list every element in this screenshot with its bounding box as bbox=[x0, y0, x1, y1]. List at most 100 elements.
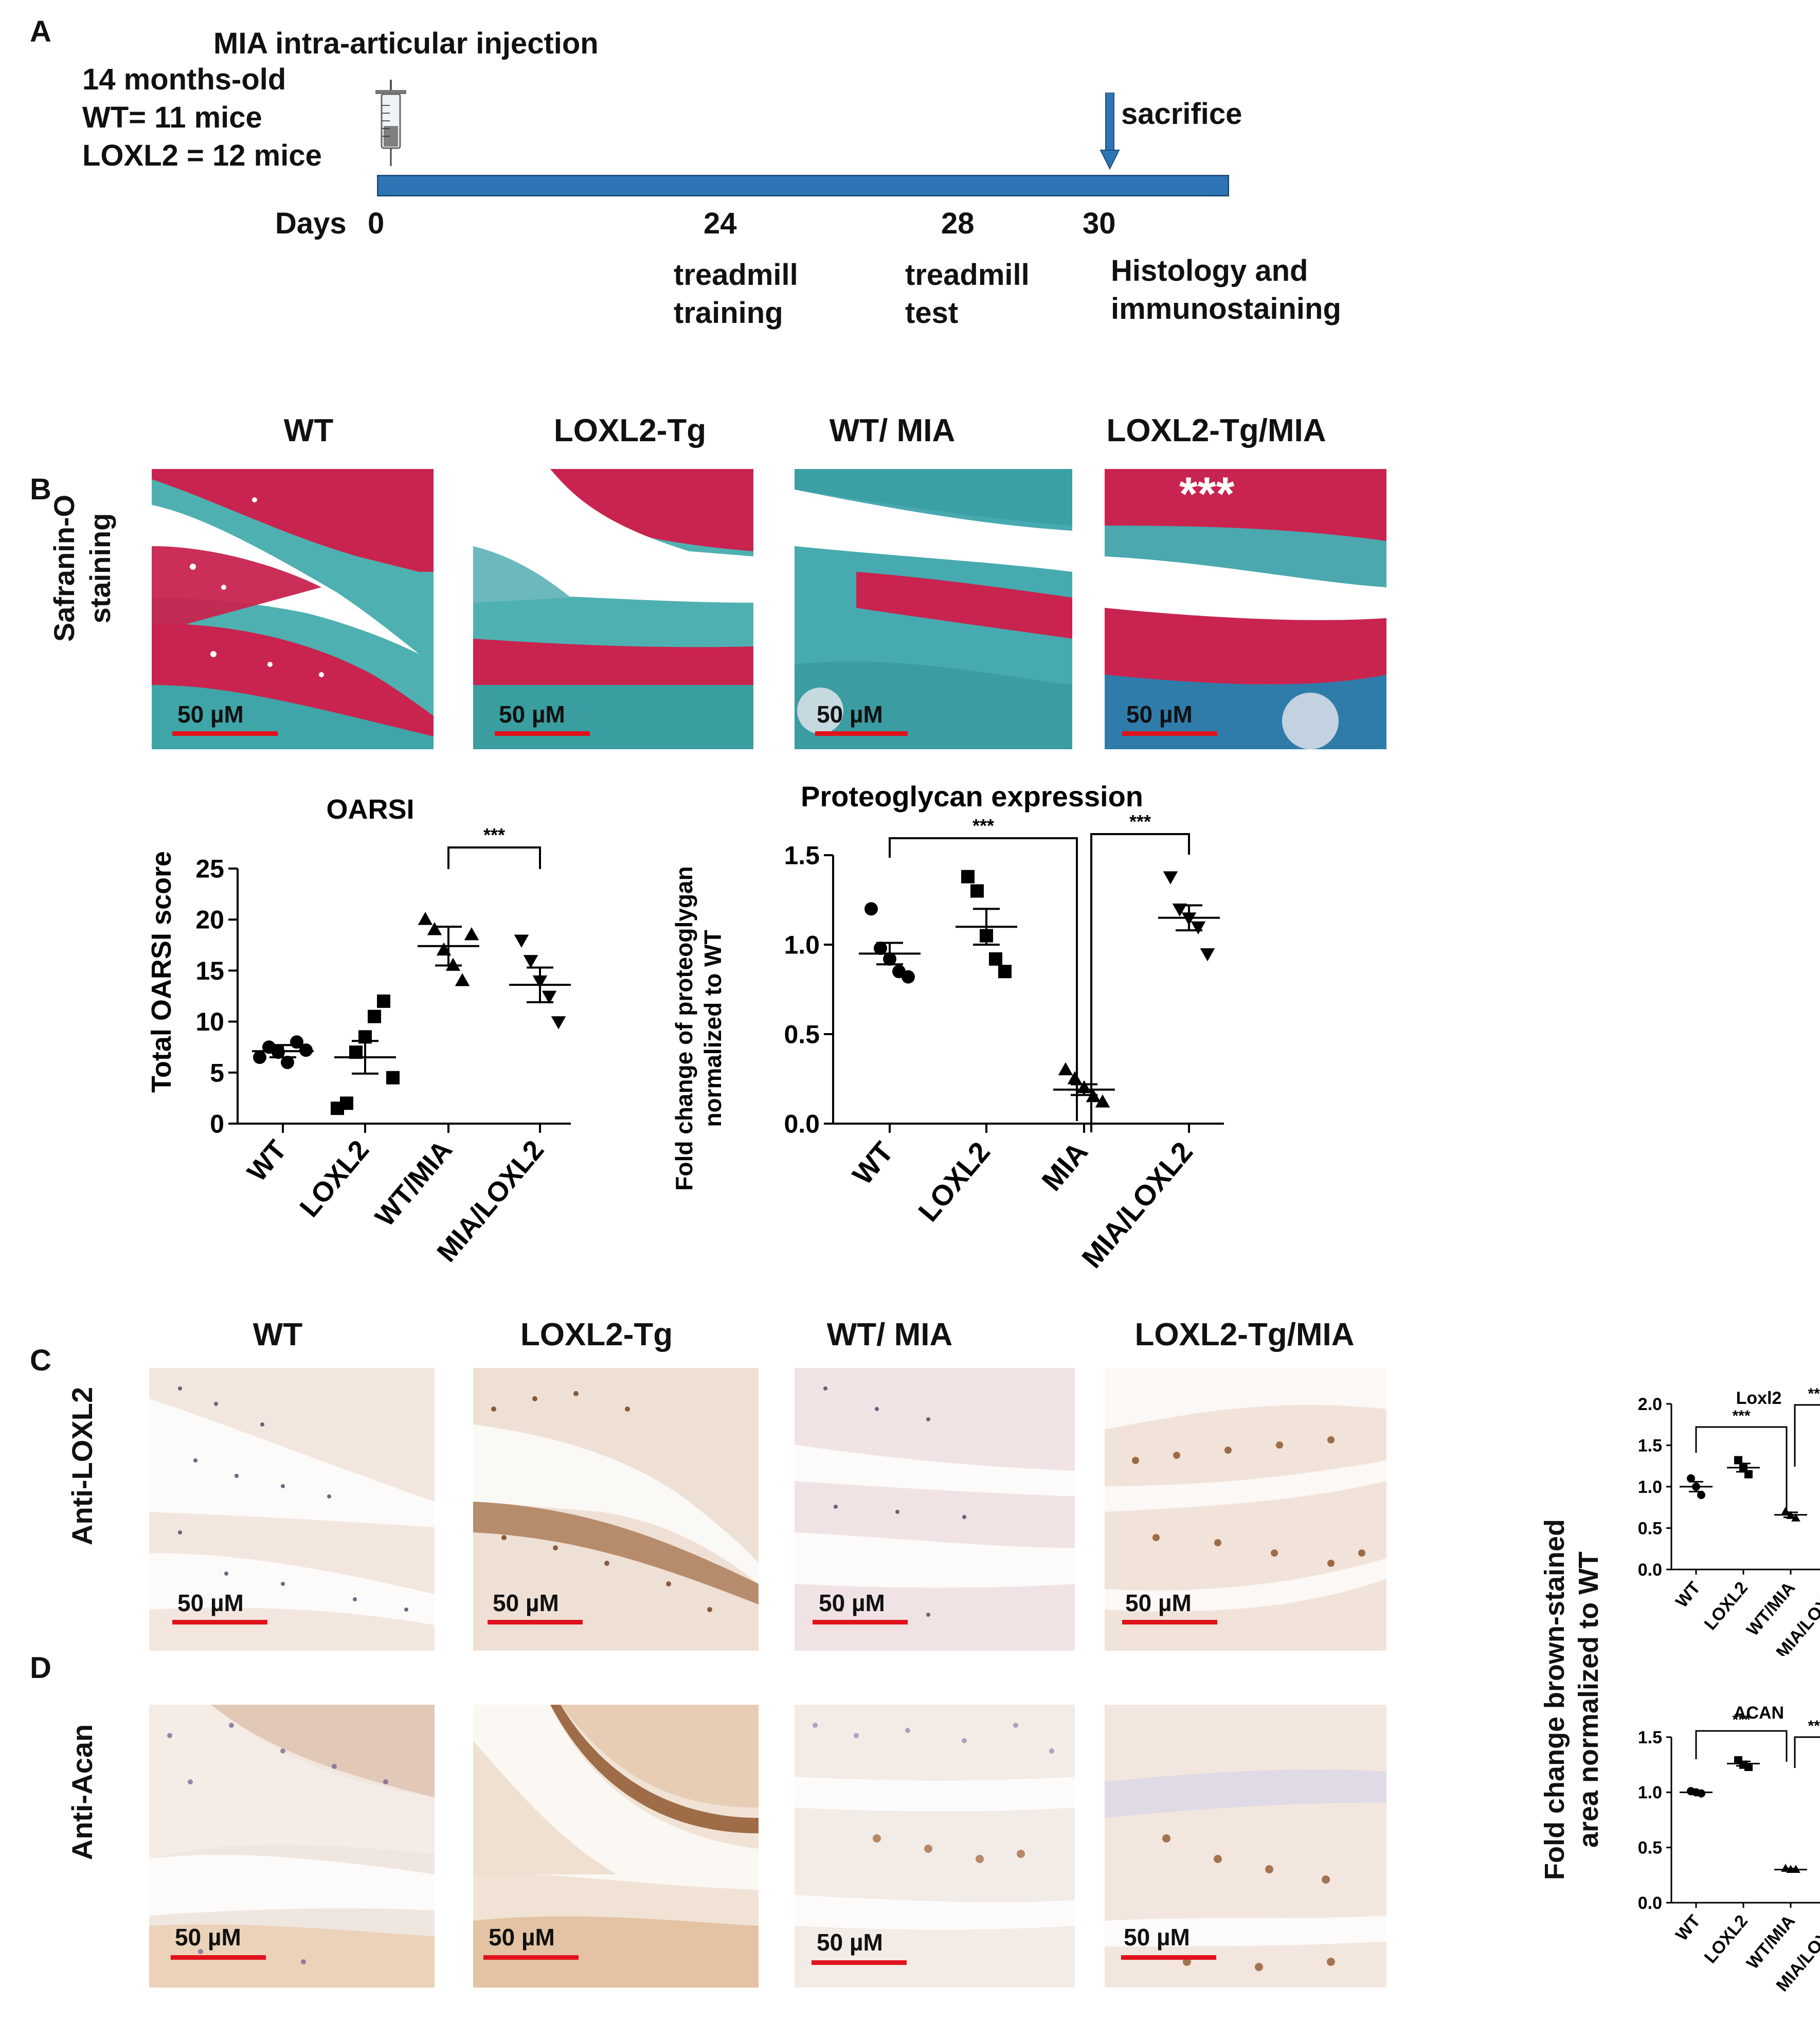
x-tick-label: MIA bbox=[1035, 1135, 1094, 1197]
y-tick-label: 5 bbox=[210, 1058, 224, 1087]
significance-label: *** bbox=[1808, 1385, 1820, 1402]
safranin-image-loxl2tg bbox=[473, 469, 753, 749]
y-axis-label: Total OARSI score bbox=[146, 851, 177, 1093]
scale-label-d4: 50 µM bbox=[1124, 1924, 1190, 1951]
data-point bbox=[1697, 1491, 1705, 1500]
cohort-age: 14 months-old bbox=[82, 63, 286, 96]
syringe-icon bbox=[375, 80, 406, 166]
asterisk-overlay: *** bbox=[1179, 469, 1235, 520]
data-point bbox=[253, 1051, 266, 1064]
data-point bbox=[445, 958, 461, 971]
y-tick-label: 0.5 bbox=[1638, 1519, 1662, 1538]
panel-letter-d: D bbox=[30, 1651, 51, 1685]
data-point bbox=[281, 1055, 294, 1069]
scale-bar-c2 bbox=[488, 1620, 583, 1624]
ihc-acan-image-wt bbox=[149, 1705, 435, 1988]
x-tick-label: WT/MIA bbox=[369, 1134, 458, 1232]
ihc-loxl2-image-wt bbox=[149, 1368, 435, 1651]
chart-title: Loxl2 bbox=[1736, 1388, 1782, 1408]
chart-title: Proteoglycan expression bbox=[801, 780, 1143, 813]
x-tick-label: WT bbox=[846, 1135, 899, 1190]
ihc-loxl2-image-wt-mia bbox=[795, 1368, 1075, 1651]
c-col-title-wt: WT bbox=[253, 1317, 303, 1352]
data-point bbox=[1191, 921, 1206, 935]
y-tick-label: 1.0 bbox=[784, 931, 820, 960]
caption-line: treadmill bbox=[674, 258, 798, 292]
y-axis-label: Fold change of proteoglygan bbox=[671, 866, 697, 1190]
timeline-bar bbox=[377, 175, 1229, 196]
y-tick-label: 0.0 bbox=[1638, 1560, 1662, 1580]
scale-label-b4: 50 µM bbox=[1126, 701, 1193, 728]
tick-day-24: 24 bbox=[704, 207, 737, 240]
ylabel-line: area normalized to WT bbox=[1573, 1551, 1604, 1848]
y-tick-label: 0.0 bbox=[784, 1110, 820, 1139]
scale-label-c1: 50 µM bbox=[177, 1590, 244, 1616]
caption-line: immunostaining bbox=[1111, 292, 1341, 326]
scale-bar-b1 bbox=[172, 731, 278, 736]
b-col-title-loxl2tg-mia: LOXL2-Tg/MIA bbox=[1106, 413, 1326, 448]
significance-label: *** bbox=[483, 824, 505, 845]
scale-label-d3: 50 µM bbox=[817, 1929, 883, 1956]
x-tick-label: WT bbox=[241, 1134, 293, 1187]
significance-label: *** bbox=[1129, 811, 1151, 832]
panel-letter-a: A bbox=[30, 15, 51, 48]
significance-bracket bbox=[447, 846, 541, 869]
ihc-loxl2-image-loxl2tg bbox=[473, 1368, 759, 1651]
data-point bbox=[455, 973, 470, 986]
c-col-title-wt-mia: WT/ MIA bbox=[826, 1317, 953, 1352]
scale-bar-b3 bbox=[815, 731, 908, 736]
scale-label-b1: 50 µM bbox=[177, 701, 244, 728]
data-point bbox=[418, 912, 433, 925]
y-tick-label: 1.5 bbox=[1638, 1436, 1662, 1455]
y-tick-label: 15 bbox=[195, 956, 224, 985]
y-tick-label: 1.5 bbox=[784, 841, 820, 870]
data-point bbox=[961, 870, 975, 883]
scale-bar-d1 bbox=[171, 1955, 266, 1960]
acan-chart: ACAN0.00.51.01.5WTLOXL2WT/MIAMIA/LOXL2**… bbox=[1638, 1703, 1820, 1995]
ylabel-line: Fold change brown-stained bbox=[1539, 1519, 1570, 1881]
data-point bbox=[998, 965, 1012, 979]
data-point bbox=[1744, 1762, 1753, 1771]
data-point bbox=[1058, 1062, 1073, 1075]
data-point bbox=[427, 922, 442, 935]
caption-line: Histology and bbox=[1111, 254, 1308, 287]
significance-bracket bbox=[1794, 1404, 1820, 1467]
significance-bracket bbox=[1695, 1730, 1788, 1762]
data-point bbox=[368, 1009, 381, 1023]
data-point bbox=[542, 990, 557, 1004]
tick-caption-30: Histology and immunostaining bbox=[1111, 252, 1341, 328]
data-point bbox=[1687, 1474, 1695, 1483]
y-tick-label: 20 bbox=[195, 906, 224, 934]
scale-bar-c1 bbox=[172, 1620, 267, 1624]
data-point bbox=[874, 941, 887, 955]
tick-caption-24: treadmill training bbox=[674, 256, 798, 332]
safranin-image-wt bbox=[152, 469, 434, 749]
data-point bbox=[864, 902, 878, 916]
y-tick-label: 2.0 bbox=[1638, 1395, 1662, 1414]
tick-day-30: 30 bbox=[1083, 207, 1116, 240]
caption-line: test bbox=[905, 296, 959, 330]
ihc-acan-image-loxl2tg bbox=[473, 1705, 759, 1988]
ihc-acan-image-loxl2tg-mia bbox=[1105, 1705, 1386, 1988]
significance-label: *** bbox=[1732, 1407, 1750, 1424]
cohort-wt: WT= 11 mice bbox=[82, 101, 262, 134]
data-point bbox=[989, 952, 1002, 966]
scale-label-b2: 50 µM bbox=[499, 701, 565, 728]
data-point bbox=[340, 1096, 353, 1110]
b-col-title-wt-mia: WT/ MIA bbox=[829, 413, 956, 448]
days-label: Days bbox=[275, 207, 347, 240]
data-point bbox=[523, 955, 538, 968]
x-tick-label: WT bbox=[1672, 1578, 1704, 1612]
c-col-title-loxl2tg-mia: LOXL2-Tg/MIA bbox=[1134, 1317, 1355, 1352]
scale-bar-c4 bbox=[1122, 1620, 1217, 1624]
significance-bracket bbox=[1090, 833, 1190, 1132]
y-tick-label: 0.5 bbox=[784, 1020, 820, 1049]
ihc-loxl2-image-loxl2tg-mia bbox=[1105, 1368, 1386, 1651]
data-point bbox=[1200, 948, 1215, 962]
y-tick-label: 25 bbox=[195, 855, 224, 883]
scale-label-c2: 50 µM bbox=[493, 1590, 559, 1616]
scale-label-d1: 50 µM bbox=[175, 1924, 241, 1951]
data-point bbox=[902, 970, 915, 984]
chart-title: OARSI bbox=[326, 794, 414, 825]
